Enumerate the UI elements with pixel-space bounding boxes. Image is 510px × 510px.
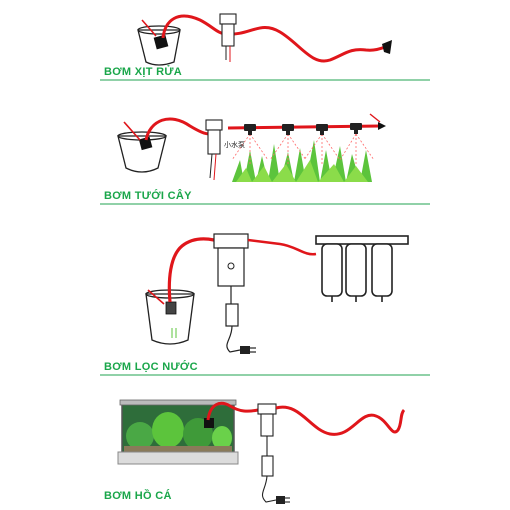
panel-label-aquarium: BƠM HỒ CÁ [104, 490, 172, 502]
plug-4 [276, 496, 285, 504]
hose-4-supply [206, 401, 259, 421]
panel-label-garden: BƠM TƯỚI CÂY [104, 190, 192, 202]
panel-spray-wash [137, 13, 392, 66]
arrow-to-intake-2 [123, 121, 141, 141]
end-cap-2 [378, 122, 386, 130]
pump-2 [205, 119, 223, 181]
hose-2-supply [144, 117, 211, 141]
aquarium-stand [117, 451, 239, 465]
pump-1 [219, 13, 237, 62]
intake-filter-3 [165, 301, 177, 315]
power-adapter-4 [261, 455, 274, 477]
bucket-2 [117, 135, 167, 173]
hose-4-output [275, 405, 406, 436]
power-adapter-3 [225, 303, 239, 327]
hose-1 [161, 14, 389, 63]
bucket-rim-1 [137, 25, 181, 35]
panel-filter [145, 233, 409, 354]
aquarium-plants [124, 412, 232, 452]
pump-3 [213, 233, 256, 354]
intake-filter-4 [204, 418, 214, 428]
panel-garden [117, 113, 386, 182]
hose-3-supply [167, 237, 215, 303]
bucket-3 [145, 293, 195, 345]
grass-patch [232, 140, 372, 182]
spray-patterns [231, 133, 375, 164]
aquarium-lid [119, 399, 237, 406]
plug-3 [240, 346, 250, 354]
arrow-end-2 [369, 113, 381, 123]
arrow-to-intake-3 [147, 289, 165, 305]
pump-note-garden: 小水泵 [224, 141, 245, 149]
spray-nozzle-1 [382, 40, 392, 54]
intake-filter-1 [153, 34, 169, 50]
sprinkler-tees [244, 123, 362, 135]
bucket-3-water-mark [171, 328, 177, 338]
panel-aquarium [117, 399, 406, 504]
intake-filter-2 [138, 136, 153, 151]
arrow-to-intake-1 [141, 19, 157, 37]
pump-4 [257, 403, 290, 504]
panel-label-filter: BƠM LỌC NƯỚC [104, 361, 198, 373]
filter-housing [315, 235, 409, 302]
hose-3-output [247, 238, 317, 256]
panel-label-spray-wash: BƠM XỊT RỬA [104, 66, 183, 78]
